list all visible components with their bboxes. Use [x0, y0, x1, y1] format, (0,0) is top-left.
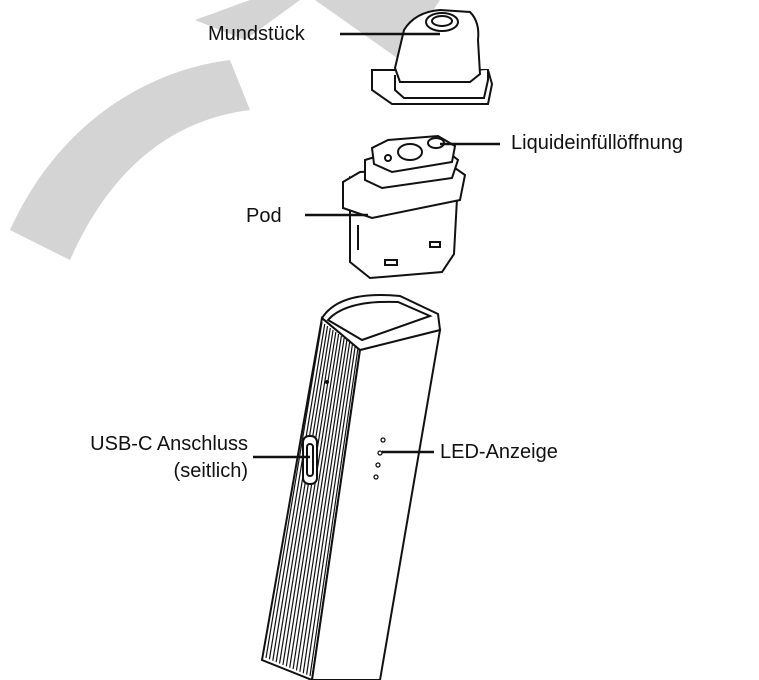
battery-side-ribbing [265, 321, 359, 677]
rib-line [292, 337, 345, 670]
rib-line [278, 329, 334, 664]
battery-drawing [260, 293, 442, 680]
battery-pinhole [325, 380, 329, 384]
mouthpiece-drawing [371, 8, 494, 105]
label-mouthpiece: Mundstück [208, 23, 305, 45]
label-fill-opening: Liquideinfüllöffnung [511, 132, 684, 154]
rib-line [295, 339, 348, 671]
rib-line [309, 347, 359, 677]
rib-line [289, 335, 342, 668]
label-pod: Pod [246, 205, 282, 227]
usb-c-port-drawing [302, 435, 318, 485]
label-led: LED-Anzeige [440, 441, 558, 463]
rib-line [285, 333, 340, 667]
rib-line [268, 323, 326, 660]
rib-line [272, 325, 329, 661]
rib-line [265, 321, 323, 659]
led-indicator-drawing [373, 437, 386, 480]
rib-line [275, 327, 331, 663]
label-usb-line2: (seitlich) [173, 460, 248, 482]
label-usb-line1: USB-C Anschluss [90, 433, 248, 455]
rib-line [299, 341, 351, 672]
rib-line [282, 331, 337, 666]
rib-line [306, 345, 356, 675]
pod-drawing [342, 134, 467, 280]
rib-line [302, 343, 354, 674]
leader-lines [253, 32, 500, 459]
